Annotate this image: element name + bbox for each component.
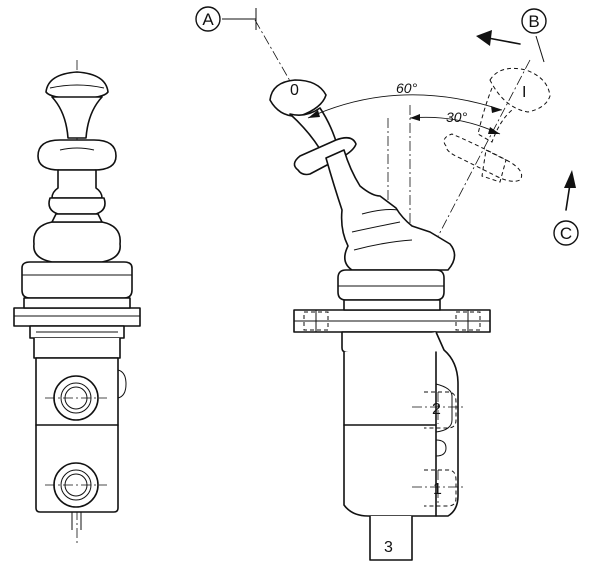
angle-30-label: 30° [446, 109, 468, 125]
callout-a: A [195, 6, 221, 32]
front-view [13, 60, 141, 545]
callout-c-label: C [560, 224, 572, 243]
position-I-label: I [522, 84, 526, 101]
position-0-label: 0 [290, 82, 299, 99]
port-1-label: 1 [433, 481, 442, 498]
callout-c: C [553, 220, 579, 246]
callout-b-label: B [528, 12, 539, 31]
angle-60-label: 60° [396, 80, 418, 96]
port-2-label: 2 [432, 401, 441, 418]
side-view [254, 19, 551, 561]
handle-position-I [443, 67, 551, 183]
handle-position-0 [269, 79, 456, 271]
port-3-label: 3 [384, 539, 393, 556]
direction-arrows [222, 8, 576, 211]
callout-b: B [521, 8, 547, 34]
callout-a-label: A [202, 10, 214, 29]
angle-dimensions [307, 94, 503, 135]
